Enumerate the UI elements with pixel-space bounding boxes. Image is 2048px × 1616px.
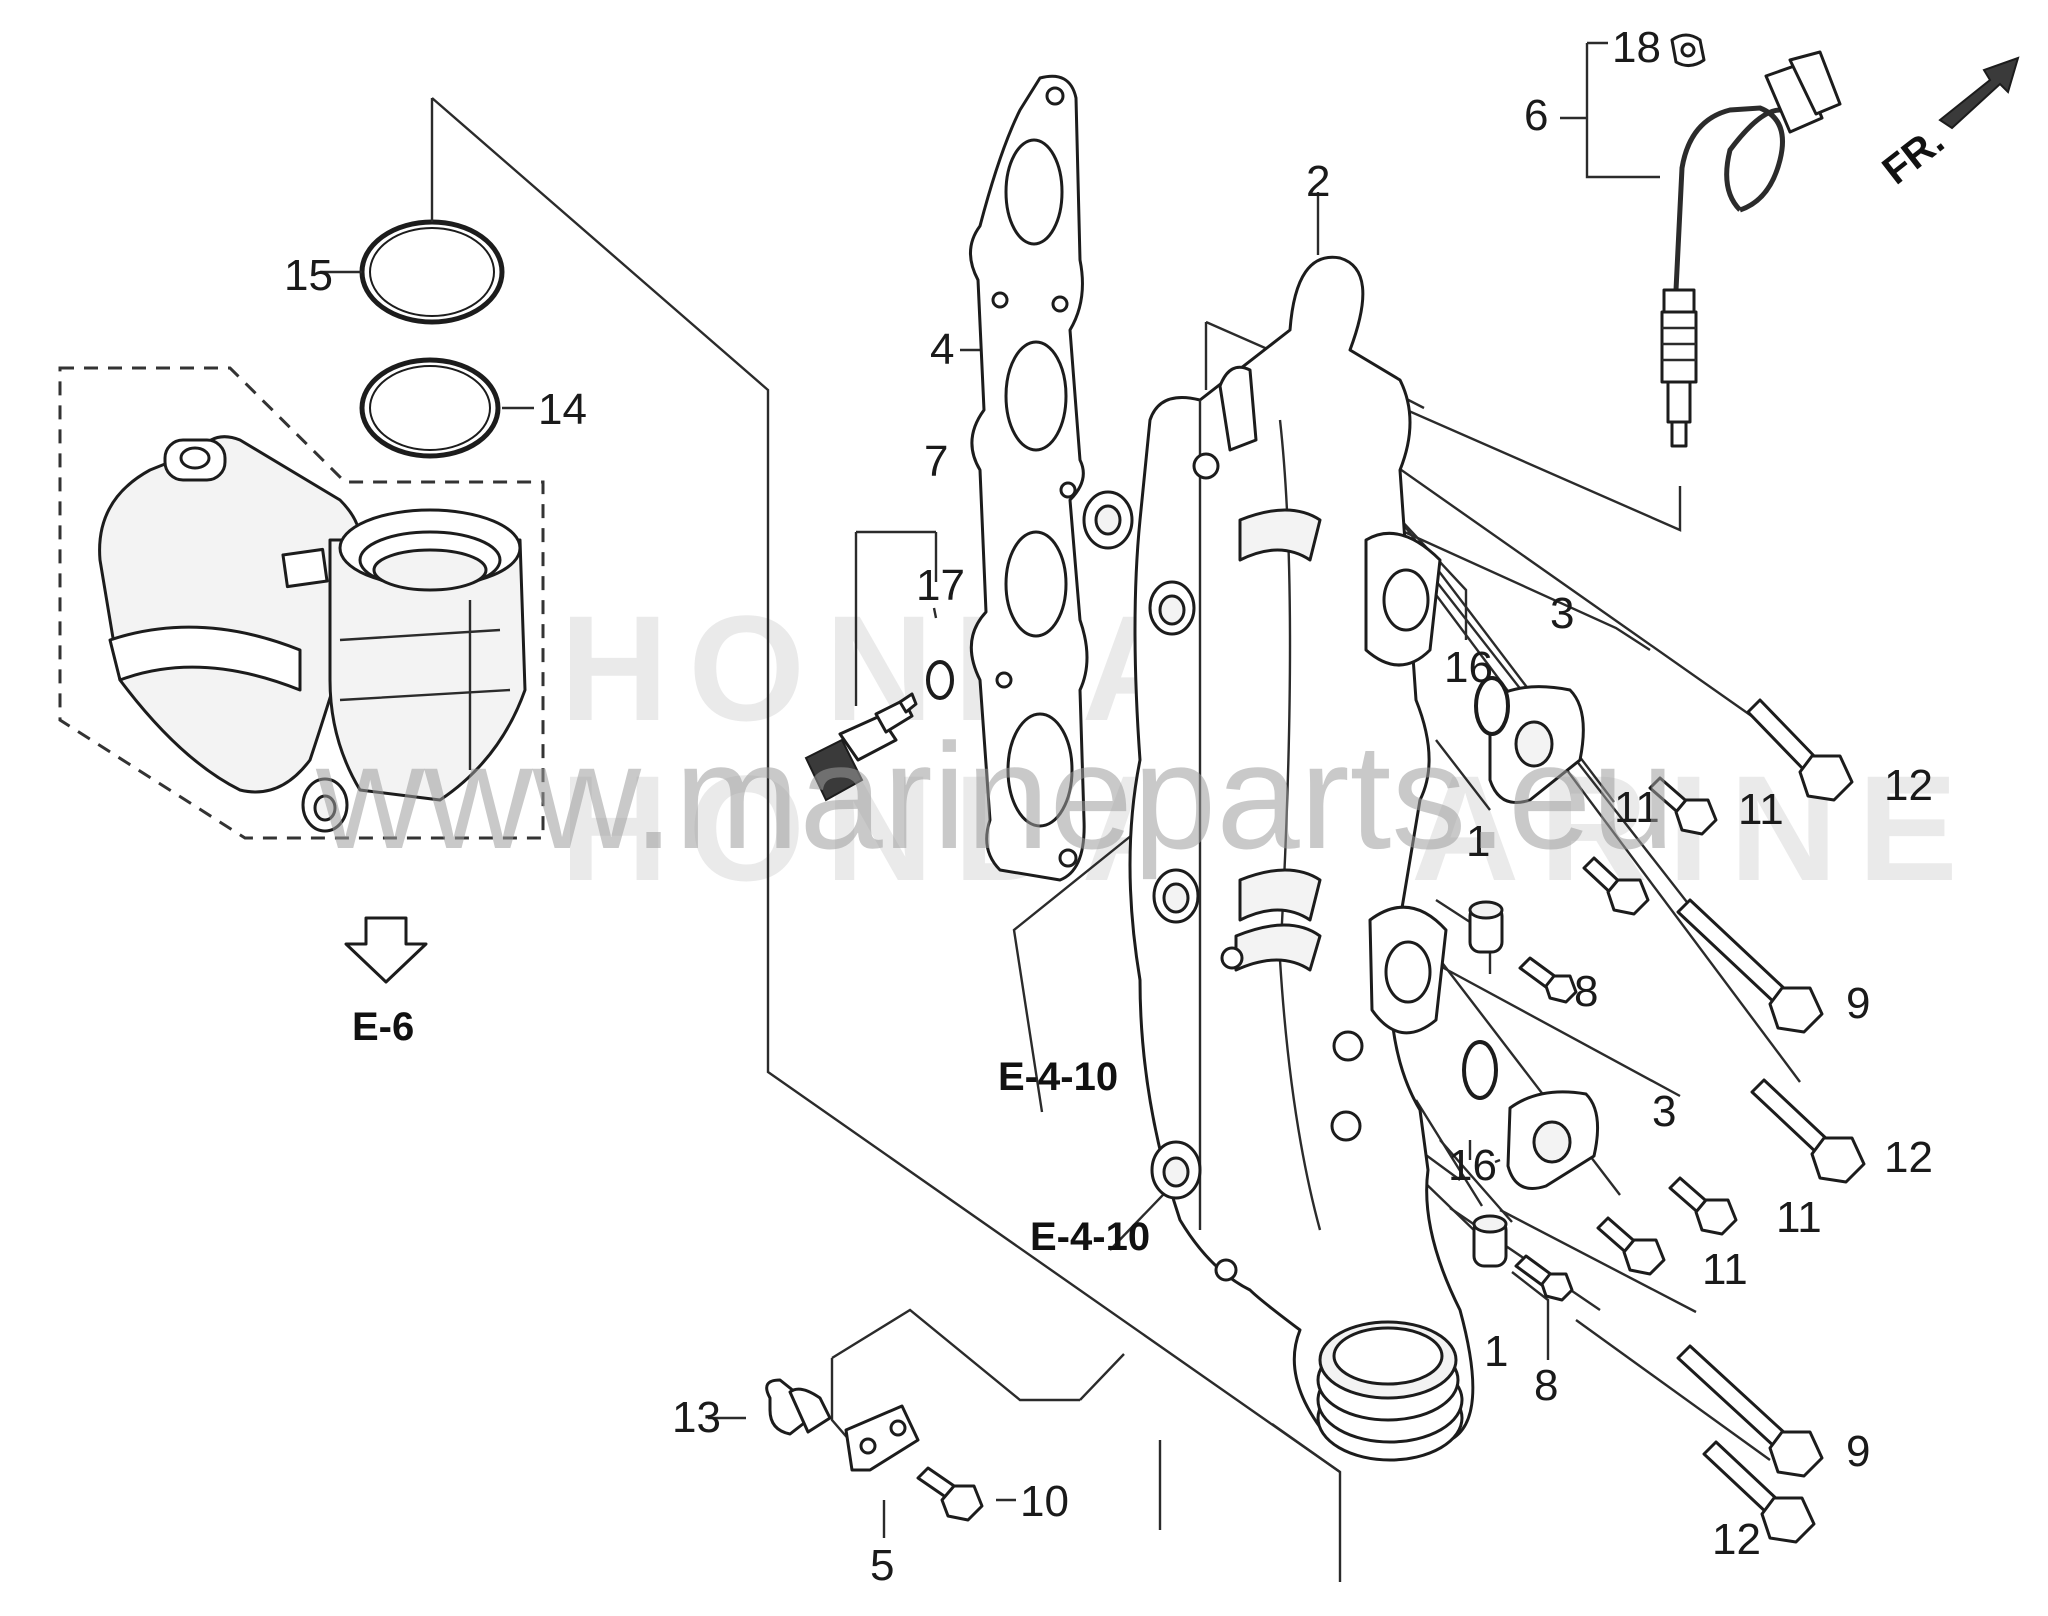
gasket-part-16-lower (1462, 1040, 1498, 1100)
callout-11-c: 11 (1776, 1193, 1822, 1242)
callout-14: 14 (538, 385, 587, 434)
callout-16-upper: 16 (1444, 643, 1493, 692)
bolt-part-12-c (1702, 1440, 1816, 1544)
bolt-part-11-b (1582, 856, 1650, 916)
callout-2: 2 (1306, 157, 1330, 206)
callout-15: 15 (284, 251, 333, 300)
callout-12-c: 12 (1712, 1515, 1761, 1564)
watermark-url: www.marineparts.eu (315, 712, 1675, 880)
callout-1-upper: 1 (1466, 817, 1490, 866)
gasket-part-16-upper (1474, 676, 1510, 736)
bolt-part-11-d (1596, 1216, 1666, 1276)
washer-part-17 (926, 660, 954, 700)
bolt-part-12-b (1750, 1078, 1866, 1184)
collar-part-1-lower (1472, 1214, 1508, 1268)
callout-9-a: 9 (1846, 979, 1870, 1028)
bolt-part-9-b (1676, 1344, 1824, 1478)
bolt-part-11-c (1668, 1176, 1738, 1236)
callout-10: 10 (1020, 1477, 1069, 1526)
callout-11-b: 11 (1614, 783, 1660, 832)
callout-13: 13 (672, 1393, 721, 1442)
oxygen-sensor-part-6 (1660, 50, 1842, 448)
callout-11-a: 11 (1738, 785, 1784, 834)
bolt-part-10 (916, 1466, 984, 1522)
exhaust-manifold-part-2 (1082, 255, 1475, 1462)
collar-part-1-upper (1468, 900, 1504, 954)
reference-arrow-e6 (344, 916, 428, 984)
callout-4: 4 (930, 325, 954, 374)
bolt-part-9-a (1676, 898, 1824, 1034)
callout-7: 7 (924, 437, 948, 486)
front-direction-arrow (1938, 56, 2020, 130)
thermostat-housing (98, 435, 527, 833)
bracket-part-5 (844, 1404, 920, 1472)
front-direction-label: FR. (1874, 119, 1952, 193)
clamp-part-13 (765, 1378, 832, 1436)
callout-8-a: 8 (1574, 967, 1598, 1016)
part-callouts: 15 14 7 17 4 2 6 18 3 16 12 11 11 1 8 9 … (284, 23, 1933, 1590)
o-ring-part-15-inner (369, 227, 495, 317)
bolt-part-8-b (1514, 1254, 1574, 1302)
callout-18: 18 (1612, 23, 1661, 72)
flange-part-3-upper (1488, 685, 1585, 804)
thermostat-cover-group (58, 219, 545, 984)
bolt-part-12-a (1746, 698, 1854, 802)
callout-8-b: 8 (1534, 1361, 1558, 1410)
flange-part-3-lower (1506, 1090, 1600, 1190)
callout-6: 6 (1524, 91, 1548, 140)
callout-3-upper: 3 (1550, 589, 1574, 638)
callout-5: 5 (870, 1541, 894, 1590)
clip-part-18 (1670, 33, 1706, 67)
callout-16-lower: 16 (1448, 1141, 1497, 1190)
callout-17: 17 (916, 561, 965, 610)
subassembly-dashed-outline (58, 366, 545, 840)
callout-12-b: 12 (1884, 1133, 1933, 1182)
reference-label-e4-10-lower: E-4-10 (1030, 1215, 1150, 1259)
reference-label-e4-10-upper: E-4-10 (998, 1055, 1118, 1099)
callout-1-lower: 1 (1484, 1327, 1508, 1376)
callout-12-a: 12 (1884, 761, 1933, 810)
exhaust-gasket-part-4 (969, 74, 1089, 882)
callout-3-lower: 3 (1652, 1087, 1676, 1136)
o-ring-part-14-inner (369, 365, 491, 451)
temperature-sensor-part-7 (804, 692, 918, 802)
callout-11-d: 11 (1702, 1245, 1748, 1294)
bolt-part-8-a (1518, 956, 1578, 1004)
callout-9-b: 9 (1846, 1427, 1870, 1476)
reference-label-e6: E-6 (352, 1005, 414, 1049)
bolt-part-11-a (1648, 776, 1718, 836)
